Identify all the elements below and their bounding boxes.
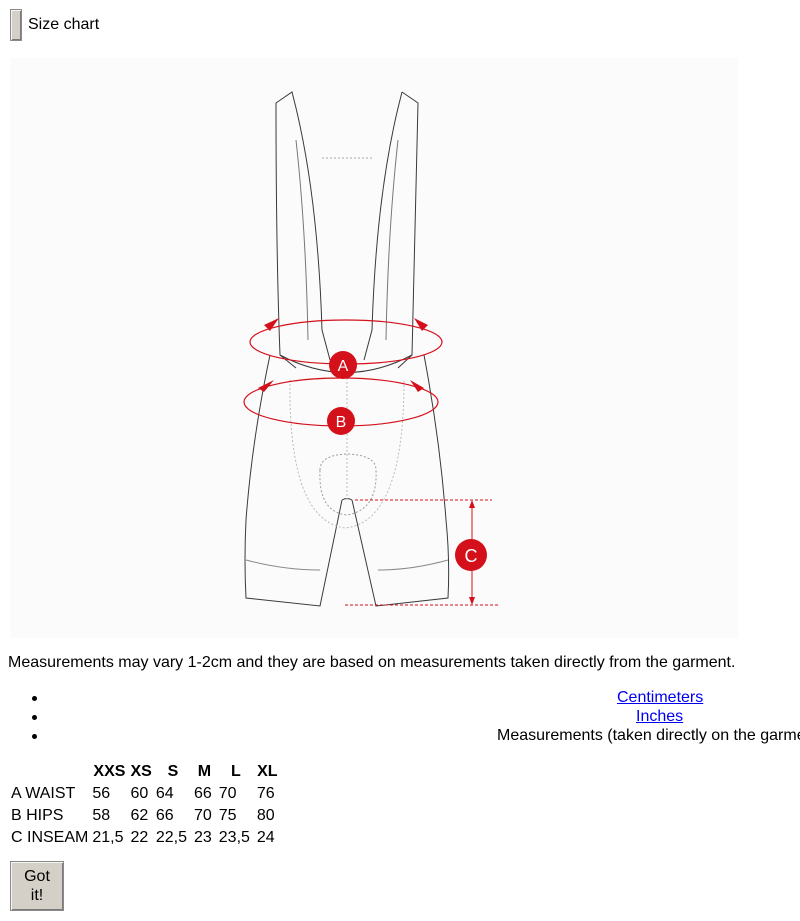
measurement-note: Measurements may vary 1-2cm and they are… [8, 654, 736, 671]
row-label: C INSEAM [11, 829, 89, 846]
got-it-button[interactable]: Got it! [10, 861, 64, 911]
size-xxs: XXS [93, 763, 126, 780]
got-it-label-line2: it! [30, 887, 44, 904]
unit-list: Centimeters Inches Measurements (taken d… [0, 688, 800, 745]
marker-b [327, 407, 355, 435]
table-cell: 22 [130, 829, 149, 846]
row-label: B HIPS [11, 807, 64, 824]
table-row: A WAIST 56 60 64 66 70 76 [10, 784, 279, 804]
table-cell: 23 [193, 829, 212, 846]
got-it-label-line1: Got [24, 868, 50, 885]
row-label: A WAIST [11, 785, 76, 802]
size-header-row: XXS XS S M L XL [10, 762, 279, 782]
table-cell: 64 [155, 785, 174, 802]
table-cell: 24 [256, 829, 275, 846]
table-cell: 60 [130, 785, 149, 802]
size-xs: XS [130, 763, 152, 780]
table-cell: 66 [155, 807, 174, 824]
table-cell: 62 [130, 807, 149, 824]
waist-arrow-right [414, 318, 428, 331]
table-row: C INSEAM 21,5 22 22,5 23 23,5 24 [10, 828, 279, 848]
size-chart-header: Size chart [10, 8, 99, 42]
inches-link[interactable]: Inches [636, 708, 684, 725]
marker-b-label: B [336, 414, 347, 431]
hips-arrow-left [258, 380, 274, 392]
marker-c [455, 539, 487, 571]
diagram-background [10, 58, 738, 638]
size-header-empty [10, 762, 89, 782]
unit-item-centimeters: Centimeters [0, 688, 800, 707]
size-m: M [197, 763, 212, 780]
size-chart-title: Size chart [28, 16, 100, 33]
table-cell: 70 [193, 807, 212, 824]
table-cell: 80 [256, 807, 275, 824]
size-chart-toggle-button[interactable] [10, 9, 22, 41]
garment-outline [244, 91, 450, 607]
unit-item-measurements: Measurements (taken directly on the garm… [0, 726, 800, 745]
table-cell: 23,5 [218, 829, 250, 846]
bib-shorts-diagram: A B C [10, 58, 738, 638]
unit-item-inches: Inches [0, 707, 800, 726]
table-cell: 70 [218, 785, 237, 802]
table-row: B HIPS 58 62 66 70 75 80 [10, 806, 279, 826]
hips-arrow-right [410, 380, 424, 392]
table-cell: 76 [256, 785, 275, 802]
table-cell: 66 [193, 785, 212, 802]
table-cell: 22,5 [155, 829, 187, 846]
table-cell: 58 [92, 807, 111, 824]
marker-a-label: A [338, 358, 349, 375]
size-table: XXS XS S M L XL A WAIST 56 60 64 66 70 7… [8, 760, 281, 850]
inseam-arrow-bottom [469, 597, 475, 605]
size-xl: XL [257, 763, 278, 780]
centimeters-link[interactable]: Centimeters [617, 689, 704, 706]
inseam-arrow-top [469, 500, 475, 508]
size-s: S [167, 763, 179, 780]
table-cell: 75 [218, 807, 237, 824]
measurements-caption: Measurements (taken directly on the garm… [497, 727, 800, 744]
marker-c-label: C [465, 546, 478, 566]
size-l: L [230, 763, 241, 780]
marker-a [329, 351, 357, 379]
table-cell: 21,5 [92, 829, 124, 846]
waist-arrow-left [264, 318, 279, 331]
table-cell: 56 [92, 785, 111, 802]
